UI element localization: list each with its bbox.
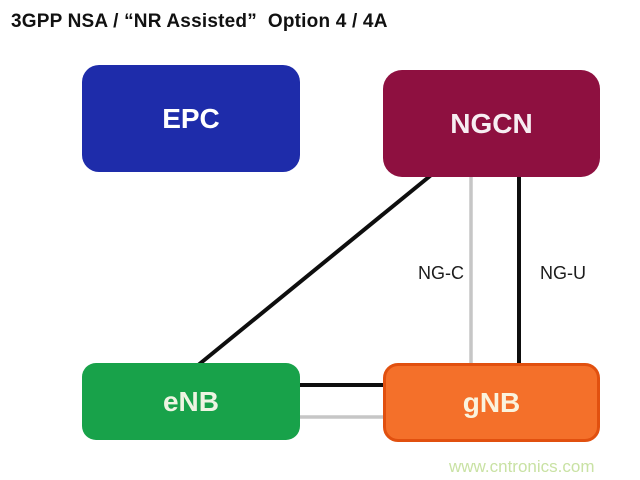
node-enb: eNB — [82, 363, 300, 440]
node-ngcn-label: NGCN — [450, 107, 533, 139]
node-epc-label: EPC — [162, 102, 220, 134]
edge-label-ng-c: NG-C — [418, 263, 464, 283]
page-title: 3GPP NSA / “NR Assisted” Option 4 / 4A — [11, 11, 388, 32]
node-gnb: gNB — [383, 363, 600, 442]
node-epc: EPC — [82, 65, 300, 172]
node-gnb-label: gNB — [462, 386, 521, 418]
edge-label-ng-u: NG-U — [540, 263, 586, 283]
node-ngcn: NGCN — [383, 70, 600, 177]
edge-ngcn-enb-diagonal — [195, 174, 432, 368]
node-enb-label: eNB — [162, 385, 219, 417]
watermark-text: www.cntronics.com — [449, 457, 595, 476]
